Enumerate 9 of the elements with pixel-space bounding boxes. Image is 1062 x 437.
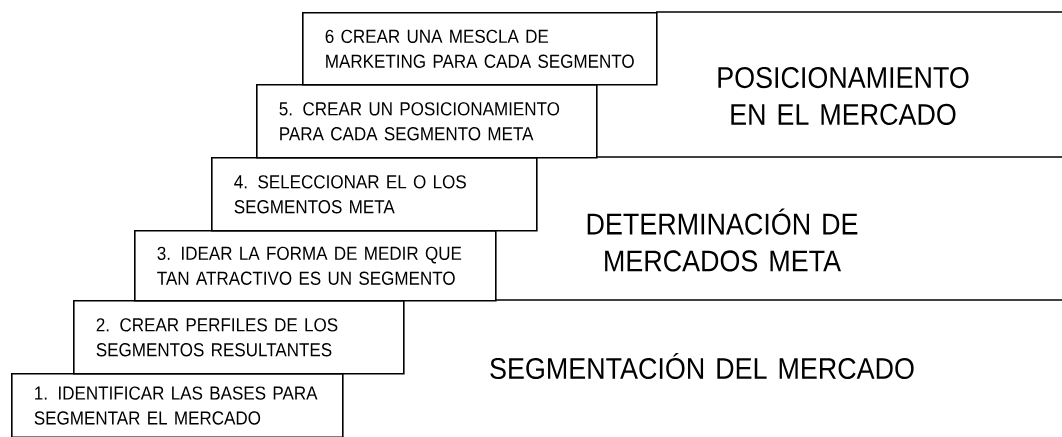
step-box: 2. CREAR PERFILES DE LOS SEGMENTOS RESULTANTES <box>73 300 405 375</box>
stage-title: POSICIONAMIENTO EN EL MERCADO <box>718 67 969 125</box>
step-box: 6 CREAR UNA MESCLA DE MARKETING PARA CADA SEGMENTO <box>302 12 658 86</box>
stage-title: SEGMENTACIÓN DEL MERCADO <box>490 352 914 380</box>
step-box: 5. CREAR UN POSICIONAMIENTO PARA CADA SEGMENTO META <box>256 84 598 159</box>
step-box: 1. IDENTIFICAR LAS BASES PARA SEGMENTAR EL MERCADO <box>11 373 344 437</box>
stage-title: DETERMINACIÓN DE MERCADOS META <box>587 208 858 272</box>
step-box: 4. SELECCIONAR EL O LOS SEGMENTOS META <box>211 157 538 232</box>
step-box: 3. IDEAR LA FORMA DE MEDIR QUE TAN ATRACTIVO ES UN SEGMENTO <box>134 230 497 302</box>
